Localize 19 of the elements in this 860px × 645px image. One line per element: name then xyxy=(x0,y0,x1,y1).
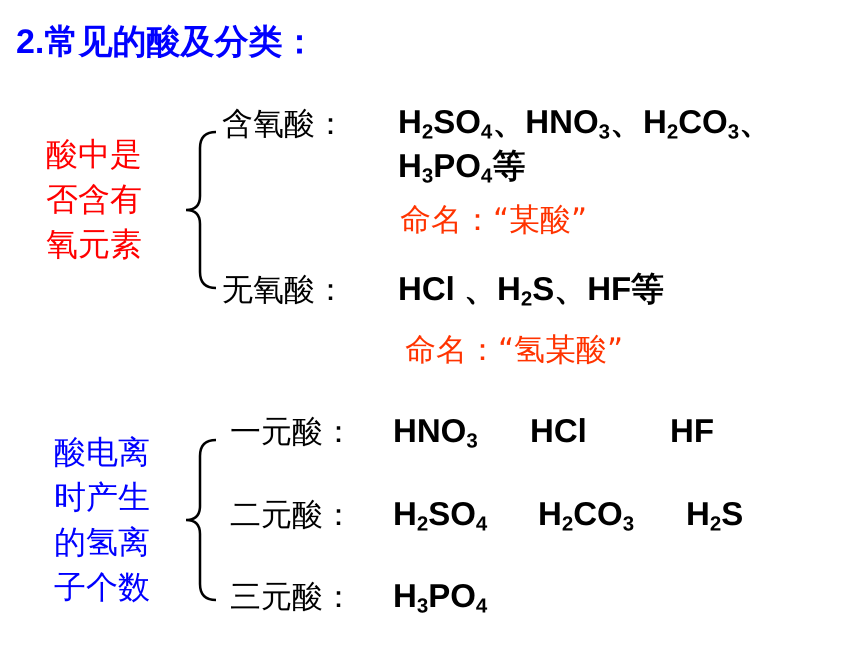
acid-type-label: 二元酸： xyxy=(230,496,354,535)
formula-text: H$_{2}$CO$_{3}$ xyxy=(538,494,634,536)
formula-text: H$_{2}$S xyxy=(686,494,744,536)
category-label: 酸电离时产生的氢离子个数 xyxy=(54,432,151,608)
formula-text: HF xyxy=(670,411,714,451)
naming-note: 命名：“某酸” xyxy=(400,201,588,240)
formula-text: HCl xyxy=(530,411,587,451)
acid-type-label: 无氧酸： xyxy=(222,271,346,310)
acid-type-label: 一元酸： xyxy=(230,413,354,452)
acid-type-label: 含氧酸： xyxy=(222,105,346,144)
slide-title: 2.常见的酸及分类： xyxy=(16,22,316,63)
formula-list: HCl 、H$_{2}$S、HF等 xyxy=(398,267,664,311)
category-label: 酸中是否含有氧元素 xyxy=(46,134,143,265)
formula-text: H$_{3}$PO$_{4}$ xyxy=(393,576,488,618)
acid-type-label: 三元酸： xyxy=(230,578,354,617)
formula-list: H$_{2}$SO$_{4}$、HNO$_{3}$、H$_{2}$CO$_{3}$、H$_{3}$PO$_{4}$等 xyxy=(398,100,830,188)
formula-text: H$_{2}$SO$_{4}$ xyxy=(393,494,488,536)
naming-note: 命名：“氢某酸” xyxy=(405,331,624,370)
formula-text: HNO$_{3}$ xyxy=(393,411,478,453)
